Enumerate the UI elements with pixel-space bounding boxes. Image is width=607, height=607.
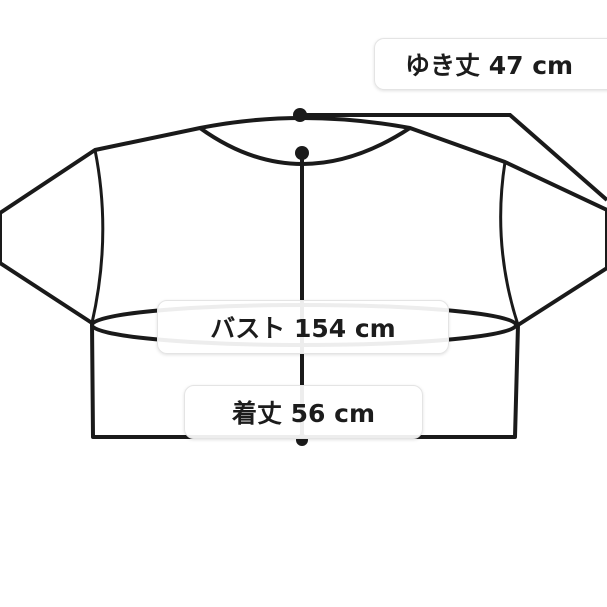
left-sleeve-seam [90, 149, 105, 324]
body-length-top-dot [295, 146, 309, 160]
tshirt-outline [0, 116, 607, 439]
right-sleeve-seam [499, 161, 520, 326]
body-length-text: 着丈 56 cm [231, 399, 376, 428]
sleeve-length-line [300, 113, 607, 202]
bust-text: バスト 154 cm [210, 314, 396, 343]
bust-label: バスト 154 cm [157, 300, 449, 354]
sleeve-length-dot [293, 108, 307, 122]
sleeve-length-label: ゆき丈 47 cm [374, 38, 607, 90]
body-length-label: 着丈 56 cm [184, 385, 423, 439]
sleeve-length-text: ゆき丈 47 cm [405, 51, 574, 80]
